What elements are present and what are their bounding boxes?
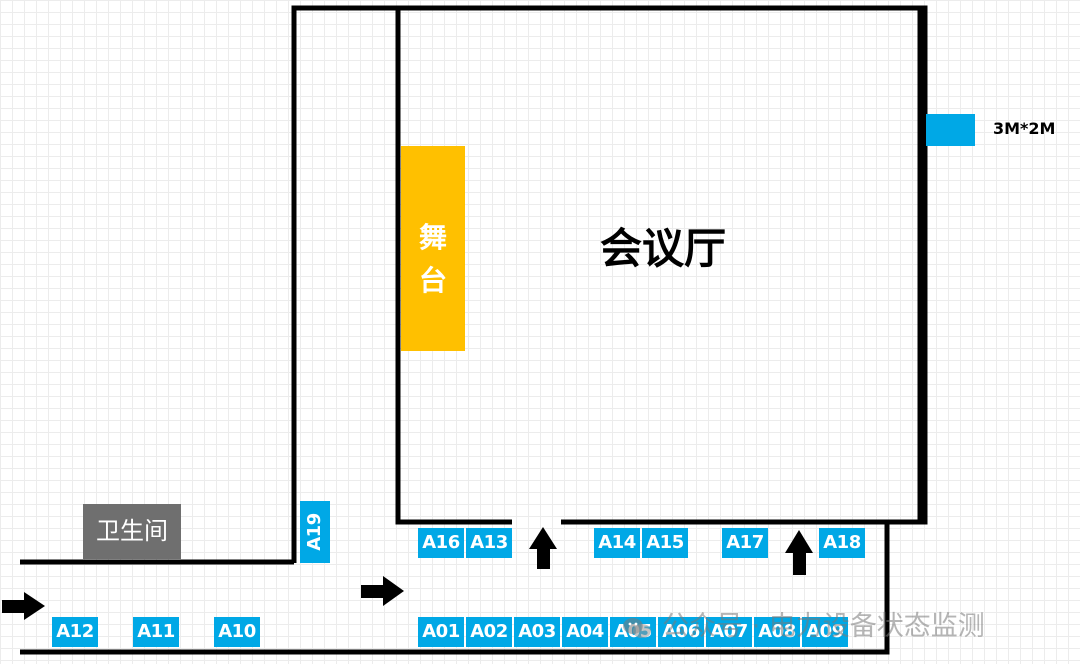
legend-swatch [926, 114, 975, 146]
stage-label-bottom: 台 [418, 264, 447, 297]
outer-wall [20, 5, 928, 655]
legend-size-label: 3M*2M [993, 119, 1056, 138]
restroom: 卫生间 [83, 504, 181, 559]
booth-a17[interactable]: A17 [722, 528, 768, 558]
booth-a04[interactable]: A04 [562, 617, 608, 647]
booth-a01[interactable]: A01 [418, 617, 464, 647]
arrow-up-icon [529, 527, 557, 569]
booth-a06[interactable]: A06 [658, 617, 704, 647]
hall-wall [395, 8, 512, 525]
booth-a19[interactable]: A19 [300, 501, 330, 563]
arrow-right-icon [361, 576, 404, 606]
stage: 舞 台 [401, 146, 465, 351]
watermark: 公众号 · 电力设备状态监测 [622, 604, 985, 643]
booth-a13[interactable]: A13 [466, 528, 512, 558]
booth-a09[interactable]: A09 [802, 617, 848, 647]
stage-label-top: 舞 [418, 221, 447, 254]
booth-a11[interactable]: A11 [133, 617, 179, 647]
booth-label: A19 [304, 513, 325, 551]
booth-a15[interactable]: A15 [642, 528, 688, 558]
watermark-text: 公众号 · 电力设备状态监测 [662, 611, 985, 642]
arrow-up-icon [785, 530, 813, 575]
booth-a02[interactable]: A02 [466, 617, 512, 647]
arrow-right-icon [2, 592, 45, 620]
booth-a12[interactable]: A12 [52, 617, 98, 647]
booth-a14[interactable]: A14 [594, 528, 640, 558]
booth-a03[interactable]: A03 [514, 617, 560, 647]
booth-a10[interactable]: A10 [214, 617, 260, 647]
booth-a07[interactable]: A07 [706, 617, 752, 647]
booth-a18[interactable]: A18 [819, 528, 865, 558]
wechat-icon [623, 617, 651, 638]
booth-a08[interactable]: A08 [754, 617, 800, 647]
hall-label: 会议厅 [600, 224, 727, 273]
booth-a16[interactable]: A16 [418, 528, 464, 558]
hall-wall-right [561, 8, 923, 525]
